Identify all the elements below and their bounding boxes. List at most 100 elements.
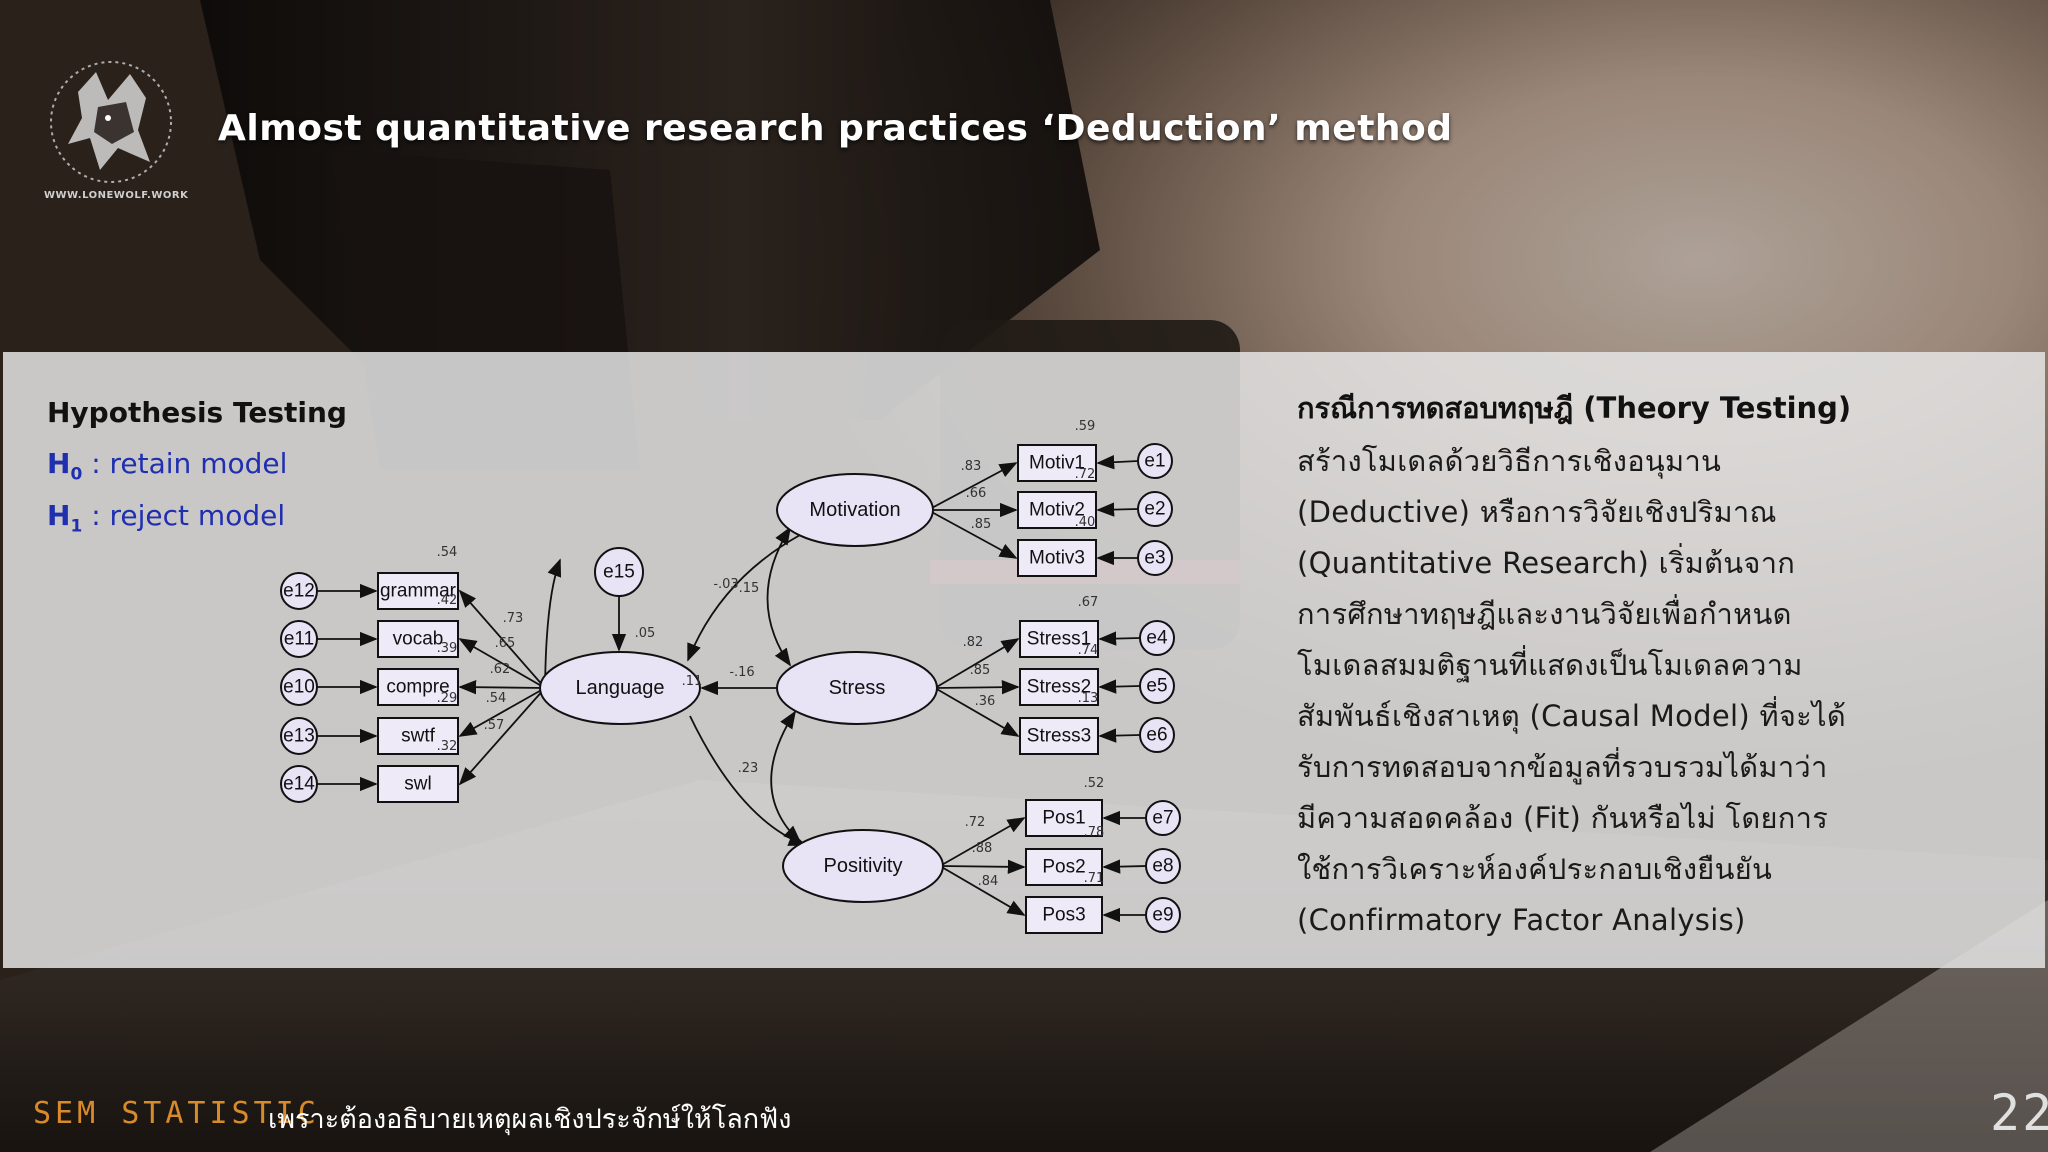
- path-e6-stress3: [1098, 728, 1141, 743]
- coef-lang-vocab: .65: [495, 636, 516, 651]
- latent-label-motivation: Motivation: [809, 499, 900, 521]
- error-e3: [1137, 540, 1173, 576]
- observed-pos3: [1025, 896, 1103, 934]
- observed-label-motiv1: Motiv1: [1029, 453, 1085, 474]
- coef-lang-compre: .62: [490, 662, 511, 677]
- h0-symbol: H: [47, 447, 71, 480]
- theory-line: สัมพันธ์เชิงสาเหตุ (Causal Model) ที่จะไ…: [1297, 699, 1847, 733]
- coef-lang-swl: .57: [484, 718, 505, 733]
- coef-pos-p3: .84: [978, 874, 999, 889]
- theory-line: การศึกษาทฤษฎีและงานวิจัยเพื่อกำหนด: [1297, 597, 1792, 631]
- observed-label-stress3: Stress3: [1027, 726, 1091, 747]
- error-e2: [1137, 491, 1173, 527]
- error-label-e9: e9: [1152, 905, 1173, 926]
- observed-label-pos3: Pos3: [1042, 905, 1085, 926]
- error-label-e2: e2: [1144, 499, 1165, 520]
- error-e15: [594, 547, 644, 597]
- theory-title: กรณีการทดสอบทฤษฎี (Theory Testing): [1297, 391, 1852, 425]
- error-e4: [1139, 620, 1175, 656]
- theory-line: รับการทดสอบจากข้อมูลที่รวบรวมได้มาว่า: [1297, 750, 1828, 784]
- observed-motiv3: [1017, 539, 1097, 577]
- path-language-grammar: [458, 589, 546, 689]
- coef-lang-grammar: .73: [503, 611, 524, 626]
- coef-str-s2: .85: [970, 663, 991, 678]
- observed-pos2: [1025, 848, 1103, 886]
- observed-swl: [377, 765, 459, 803]
- page-title: Almost quantitative research practices ‘…: [218, 108, 1453, 149]
- path-language-vocab: [458, 638, 546, 689]
- theory-line: (Deductive) หรือการวิจัยเชิงปริมาณ: [1297, 495, 1777, 529]
- h1-subscript: 1: [70, 516, 83, 537]
- page-number: 22: [1990, 1084, 2048, 1142]
- path-stress-stress2: [934, 679, 1020, 695]
- coef-pos-p1: .72: [965, 815, 986, 830]
- coef-pos-p2: .88: [972, 841, 993, 856]
- error-label-e6: e6: [1146, 725, 1167, 746]
- observed-label-compre: compre: [386, 677, 449, 698]
- path-language-compre: [458, 679, 546, 695]
- observed-stress3: [1019, 717, 1099, 755]
- error-label-e14: e14: [283, 774, 315, 795]
- h0-text: : retain model: [91, 447, 288, 480]
- error-label-e7: e7: [1152, 808, 1173, 829]
- error-label-e15: e15: [603, 562, 635, 583]
- error-label-e10: e10: [283, 677, 315, 698]
- observed-grammar: [377, 572, 459, 610]
- observed-label-grammar: grammar: [380, 581, 457, 602]
- error-label-e8: e8: [1152, 856, 1173, 877]
- error-e10: [280, 668, 318, 706]
- error-label-e1: e1: [1144, 451, 1165, 472]
- coef-pos2-r2: .78: [1084, 825, 1105, 840]
- theory-line: สร้างโมเดลด้วยวิธีการเชิงอนุมาน: [1297, 444, 1722, 478]
- coef-pos3-r2: .71: [1084, 871, 1105, 886]
- coef-mot-m1: .83: [961, 459, 982, 474]
- latent-positivity: [782, 829, 944, 903]
- observed-label-stress1: Stress1: [1027, 629, 1091, 650]
- observed-compre: [377, 668, 459, 706]
- path-e4-stress1: [1098, 631, 1141, 646]
- latent-motivation: [776, 473, 934, 547]
- path-motivation-language: [687, 534, 801, 662]
- logo-caption: WWW.LONEWOLF.WORK: [44, 190, 189, 201]
- coef-compre-r2: .39: [437, 641, 458, 656]
- observed-label-swtf: swtf: [401, 726, 436, 747]
- coef-lang-swtf: .54: [486, 691, 507, 706]
- observed-swtf: [377, 717, 459, 755]
- error-e1: [1137, 443, 1173, 479]
- observed-motiv1: [1017, 444, 1097, 482]
- latent-label-positivity: Positivity: [824, 855, 903, 877]
- error-e11: [280, 620, 318, 658]
- latent-label-language: Language: [576, 677, 665, 699]
- error-e9: [1145, 897, 1181, 933]
- theory-paragraph: สร้างโมเดลด้วยวิธีการเชิงอนุมาน (Deducti…: [1297, 436, 1937, 946]
- coef-swtf-r2: .29: [437, 691, 458, 706]
- coef-pos1-r2: .52: [1084, 776, 1105, 791]
- theory-line: (Quantitative Research) เริ่มต้นจาก: [1297, 546, 1796, 580]
- observed-label-motiv3: Motiv3: [1029, 548, 1085, 569]
- path-motivation-stress: [766, 526, 792, 667]
- footer-brand: SEM STATISTIC: [33, 1096, 320, 1131]
- path-e2-motiv2: [1096, 502, 1139, 517]
- error-e12: [280, 572, 318, 610]
- error-e8: [1145, 848, 1181, 884]
- error-label-e4: e4: [1146, 628, 1168, 649]
- observed-motiv2: [1017, 491, 1097, 529]
- path-e5-stress2: [1098, 679, 1141, 694]
- path-stress-positivity: [770, 710, 802, 844]
- theory-line: (Confirmatory Factor Analysis): [1297, 903, 1746, 937]
- h0-line: H0 : retain model: [47, 447, 287, 485]
- coef-swl-r2: .32: [437, 739, 458, 754]
- h1-text: : reject model: [91, 499, 286, 532]
- error-e13: [280, 717, 318, 755]
- error-label-e11: e11: [284, 629, 314, 650]
- coef-stress-positivity: .23: [738, 761, 759, 776]
- observed-stress1: [1019, 620, 1099, 658]
- path-positivity-language: [689, 715, 807, 846]
- path-motivation-motiv3: [927, 509, 1018, 559]
- error-label-e13: e13: [283, 726, 315, 747]
- hypothesis-heading: Hypothesis Testing: [47, 396, 347, 429]
- theory-line: โมเดลสมมติฐานที่แสดงเป็นโมเดลความ: [1297, 648, 1803, 682]
- path-e8-pos2: [1102, 859, 1147, 874]
